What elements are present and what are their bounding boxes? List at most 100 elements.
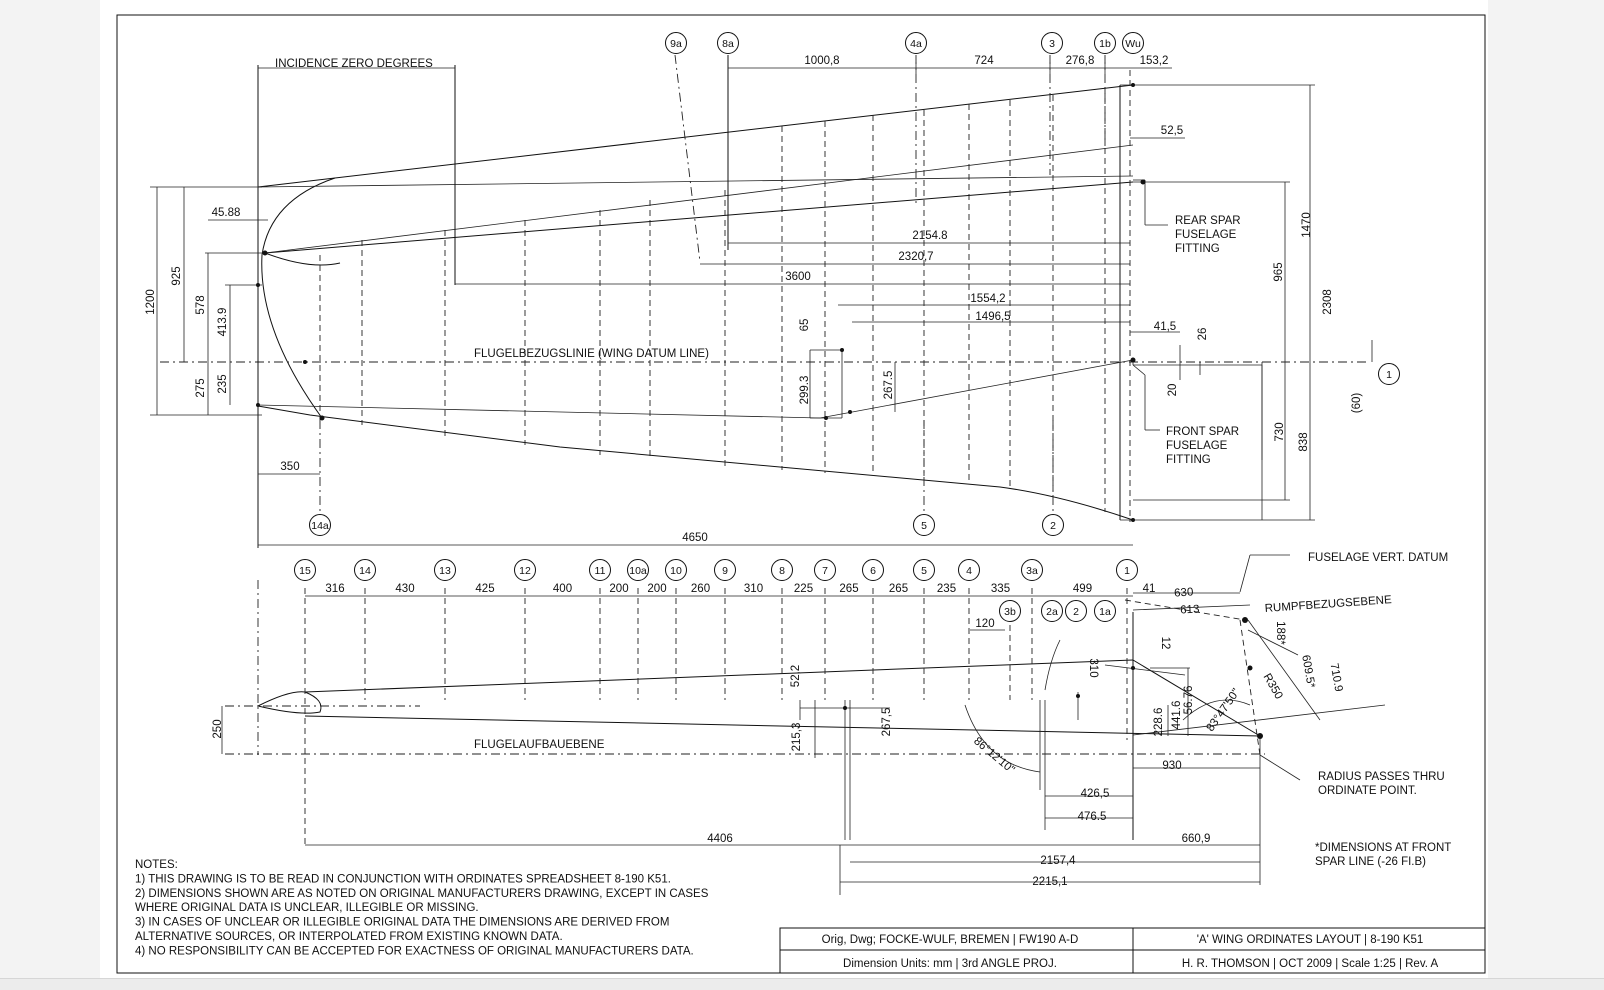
svg-text:8a: 8a [722,38,734,50]
dim-441-6: 441.6 [1171,701,1183,730]
front-spar-note: SPAR LINE (-26 FI.B) [1315,856,1426,868]
svg-text:14: 14 [359,565,371,577]
dim-2154-8: 2154.8 [912,230,947,242]
dim-250: 250 [212,719,224,738]
dim-65: 65 [799,319,811,332]
svg-text:4a: 4a [910,38,922,50]
bottom-scroll-bar[interactable] [0,978,1604,990]
note-line: 1) THIS DRAWING IS TO BE READ IN CONJUNC… [135,873,671,885]
dim-267-5-b: 267,5 [881,708,893,737]
dim-41-5: 41,5 [1154,321,1176,333]
svg-text:3b: 3b [1004,606,1016,618]
bottom-dim: 260 [691,583,710,595]
station-bubble-5: 5 [913,514,935,536]
dim-710-9: 710.9 [1328,662,1345,692]
station-bubble-11: 11 [589,559,611,581]
station-bubble-1b: 1b [1094,32,1116,54]
station-bubble-1a: 1a [1094,600,1116,622]
station-bubble-Wu: Wu [1122,32,1144,54]
station-bubble-8: 8 [771,559,793,581]
svg-text:10: 10 [670,565,682,577]
wing-datum-label: FLUGELBEZUGSLINIE (WING DATUM LINE) [474,348,709,360]
dim-2320-7: 2320,7 [898,251,933,263]
svg-text:5: 5 [921,565,927,577]
note-line: ALTERNATIVE SOURCES, OR INTERPOLATED FRO… [135,931,563,943]
dim-609-5: 609.5* [1299,654,1317,689]
station-bubble-2a: 2a [1041,600,1063,622]
dim-1000-8: 1000,8 [804,55,839,67]
bottom-dim: 400 [553,583,572,595]
svg-text:15: 15 [299,565,311,577]
dim-350: 350 [280,461,299,473]
title-author: H. R. THOMSON | OCT 2009 | Scale 1:25 | … [1182,958,1439,970]
rear-spar-label: FUSELAGE [1175,229,1237,241]
dim-2215-1: 2215,1 [1032,876,1067,888]
dim-1554-2: 1554,2 [970,293,1005,305]
dim-188: 188* [1274,621,1286,645]
bottom-dim: 235 [937,583,956,595]
dim-120: 120 [975,618,994,630]
station-bubble-2: 2 [1065,600,1087,622]
dim-276-8: 276,8 [1066,55,1095,67]
dim-4650: 4650 [682,532,708,544]
bottom-dim: 265 [889,583,908,595]
dim-275: 275 [195,378,207,397]
bottom-dim: 335 [991,583,1010,595]
dim-3600: 3600 [785,271,811,283]
flugelaufbauebene-label: FLUGELAUFBAUEBENE [474,739,605,751]
dim-228-6: 228.6 [1153,708,1165,737]
bottom-dim: 200 [609,583,628,595]
svg-text:6: 6 [870,565,876,577]
title-orig: Orig, Dwg; FOCKE-WULF, BREMEN | FW190 A-… [822,934,1079,946]
dim-1200: 1200 [145,289,157,315]
svg-text:2: 2 [1073,606,1079,618]
dim-724: 724 [974,55,994,67]
bottom-dim: 499 [1073,583,1092,595]
svg-text:12: 12 [519,565,531,577]
dim-4406: 4406 [707,833,733,845]
svg-text:1: 1 [1386,369,1392,381]
station-bubble-8a: 8a [717,32,739,54]
station-bubble-3b: 3b [999,600,1021,622]
svg-text:1b: 1b [1099,38,1111,50]
dim-52-5: 52,5 [1161,125,1183,137]
bottom-dim: 425 [475,583,494,595]
dim-299-3: 299.3 [799,376,811,405]
note-line: NOTES: [135,859,178,871]
dim-56-76: 56.76 [1183,686,1195,715]
bottom-dim: 430 [395,583,414,595]
dim-965: 965 [1273,262,1285,281]
station-bubble-10: 10 [665,559,687,581]
dim-26: 26 [1197,328,1209,341]
incidence-label: INCIDENCE ZERO DEGREES [275,58,433,70]
station-bubble-9: 9 [714,559,736,581]
svg-text:9: 9 [722,565,728,577]
bottom-dim: 225 [794,583,813,595]
station-bubble-14: 14 [354,559,376,581]
dim-613: 613 [1180,604,1200,617]
rear-spar-label: REAR SPAR [1175,215,1241,227]
fuselage-vert-datum-label: FUSELAGE VERT. DATUM [1308,552,1448,564]
svg-text:5: 5 [921,520,927,532]
svg-text:2a: 2a [1046,606,1058,618]
svg-text:3a: 3a [1026,565,1038,577]
svg-text:11: 11 [595,565,606,577]
dim-426-5: 426,5 [1081,788,1110,800]
station-bubble-6: 6 [862,559,884,581]
elevation-view [221,554,1386,895]
station-bubble-5: 5 [913,559,935,581]
front-spar-label: FITTING [1166,454,1211,466]
dim-2157-4: 2157,4 [1040,855,1076,867]
dim-20: 20 [1167,384,1179,397]
dim-838: 838 [1298,432,1310,451]
dim-925: 925 [171,266,183,285]
bottom-dim: 265 [839,583,858,595]
station-bubble-4: 4 [958,559,980,581]
front-spar-label: FUSELAGE [1166,440,1228,452]
svg-text:2: 2 [1050,520,1056,532]
radius-note: RADIUS PASSES THRU [1318,771,1445,783]
dim-215-3: 215,3 [791,723,803,752]
front-spar-note: *DIMENSIONS AT FRONT [1315,842,1451,854]
station-bubble-7: 7 [814,559,836,581]
svg-text:Wu: Wu [1125,38,1141,50]
